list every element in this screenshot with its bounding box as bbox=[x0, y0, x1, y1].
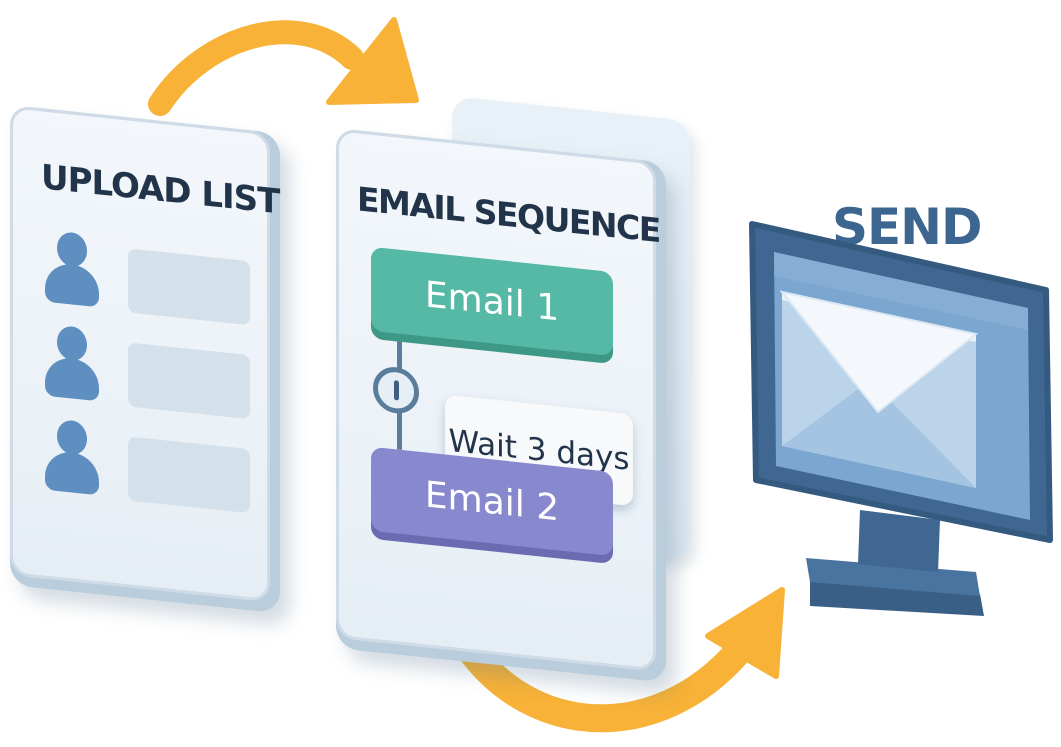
monitor-icon bbox=[749, 221, 1053, 616]
arrow-sequence-to-send bbox=[458, 587, 785, 733]
sequence-card-face: EMAIL SEQUENCE Email 1 Wait 3 days Email… bbox=[336, 128, 660, 672]
person-icon bbox=[43, 323, 101, 409]
contact-row-placeholder bbox=[128, 342, 250, 420]
clock-icon bbox=[373, 364, 419, 416]
email-sequence-title: EMAIL SEQUENCE bbox=[357, 179, 660, 251]
arrow-upload-to-sequence bbox=[148, 17, 419, 116]
email-2-label: Email 2 bbox=[424, 473, 560, 529]
email-1-label: Email 1 bbox=[424, 273, 560, 329]
email-sequence-card: EMAIL SEQUENCE Email 1 Wait 3 days Email… bbox=[336, 128, 666, 683]
upload-list-title: UPLOAD LIST bbox=[41, 157, 280, 223]
person-icon bbox=[43, 417, 101, 503]
contact-row-placeholder bbox=[128, 436, 250, 514]
upload-card-face: UPLOAD LIST bbox=[10, 105, 279, 603]
email-1-step: Email 1 bbox=[371, 246, 613, 357]
person-icon bbox=[43, 229, 101, 315]
contact-row-placeholder bbox=[128, 248, 250, 326]
upload-list-card: UPLOAD LIST bbox=[10, 105, 280, 614]
envelope-icon bbox=[779, 290, 979, 488]
